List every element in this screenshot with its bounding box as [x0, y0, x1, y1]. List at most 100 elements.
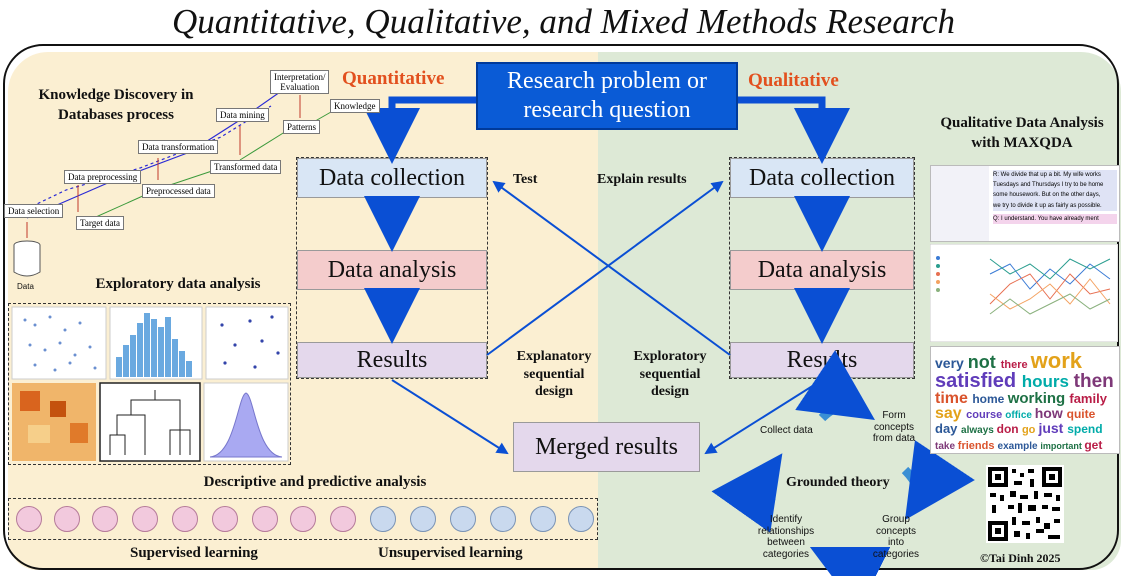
regression-icon — [16, 506, 42, 532]
gt-group-concepts: Group concepts into categories — [866, 514, 926, 560]
pairplot-thumbnail — [23, 315, 97, 372]
explanatory-sequential-label: Explanatory sequential design — [506, 348, 602, 401]
kdd-stage-selection: Data selection — [4, 204, 64, 218]
transcript-text: R: We divide that up a bit. My wife work… — [993, 170, 1117, 224]
kdd-title-line2: Databases process — [58, 106, 174, 123]
neural-network-icon — [290, 506, 316, 532]
unsupervised-learning-label: Unsupervised learning — [378, 545, 523, 561]
eda-frame — [8, 303, 291, 465]
gt-group-line-3: into — [887, 537, 905, 548]
word-cloud-word: go — [1021, 424, 1039, 437]
gt-identify-line-3: between — [767, 537, 805, 548]
word-cloud-word: quite — [1066, 407, 1096, 422]
kdd-artifact-target: Target data — [76, 216, 124, 230]
word-cloud-word: always — [961, 425, 997, 437]
word-cloud-word: not — [967, 352, 1001, 372]
histogram-thumbnail — [116, 313, 192, 377]
quantitative-header: Quantitative — [342, 68, 445, 89]
gt-arrow-identify-to-collect — [711, 453, 783, 533]
rq-to-qual-arrow — [738, 96, 850, 164]
naive-bayes-icon — [330, 506, 356, 532]
test-label: Test — [513, 172, 538, 187]
scatter-thumbnail — [220, 315, 280, 369]
research-question-line1: Research problem or — [507, 68, 707, 95]
gt-identify-line-1: Identify — [769, 514, 803, 525]
word-cloud-word: example — [997, 440, 1041, 452]
kmeans-icon — [370, 506, 396, 532]
kdd-title: Knowledge Discovery in Databases process — [26, 86, 206, 125]
kdd-stage-interpretation: Interpretation/ Evaluation — [270, 70, 330, 94]
transcript-line-3: some housework. But on the other days, — [993, 190, 1117, 201]
word-cloud-word: office — [1005, 410, 1035, 422]
research-question-box: Research problem or research question — [476, 62, 738, 130]
word-cloud-word: friends — [957, 439, 998, 452]
explanatory-line-3: design — [534, 384, 574, 399]
maxqda-title-line2: with MAXQDA — [971, 134, 1073, 151]
gt-group-line-1: Group — [882, 514, 910, 525]
kdd-artifact-patterns: Patterns — [283, 120, 320, 134]
kdd-artifact-transformed: Transformed data — [210, 160, 282, 174]
kdd-title-line1: Knowledge Discovery in — [38, 87, 194, 103]
word-cloud-word: family — [1069, 390, 1107, 406]
eda-title: Exploratory data analysis — [95, 276, 261, 292]
kdd-stage-mining: Data mining — [216, 108, 269, 122]
word-cloud-word: there — [1000, 359, 1031, 371]
bell-curve-thumbnail — [209, 392, 283, 458]
exploratory-cross-arrow — [492, 180, 731, 356]
word-cloud-word: just — [1038, 420, 1068, 437]
word-cloud-word: spend — [1067, 422, 1103, 437]
exploratory-line-1: Exploratory — [633, 349, 707, 364]
svm-icon — [212, 506, 238, 532]
word-cloud-word: don — [996, 422, 1022, 437]
random-forest-icon — [172, 506, 198, 532]
ml-icon-strip — [8, 498, 598, 540]
knn-icon — [92, 506, 118, 532]
kdd-stage-transformation: Data transformation — [138, 140, 219, 154]
eda-visuals — [11, 306, 289, 462]
rq-to-quant-arrow — [364, 96, 476, 164]
descriptive-predictive-title: Descriptive and predictive analysis — [203, 474, 427, 490]
word-cloud-word: get — [1084, 437, 1103, 452]
gt-group-line-4: categories — [872, 548, 920, 560]
word-cloud-word: then — [1073, 370, 1114, 392]
word-cloud: very not there work satisfied hours then… — [935, 348, 1115, 453]
quant-results: Results — [297, 342, 487, 378]
research-question-line2: research question — [523, 97, 691, 123]
gt-form-line-1: Form — [882, 410, 906, 421]
explanatory-line-2: sequential — [523, 366, 585, 382]
gt-arrow-form-to-group — [901, 440, 975, 520]
boosting-icon — [252, 506, 278, 532]
pca-icon — [530, 506, 556, 532]
code-panel — [931, 166, 989, 241]
word-cloud-word: home — [972, 391, 1008, 406]
transcript-line-4: we try to divide it up as fairly as poss… — [993, 200, 1117, 211]
grounded-theory-label: Grounded theory — [786, 475, 890, 490]
gt-form-line-3: from data — [872, 433, 916, 444]
decision-tree-icon — [132, 506, 158, 532]
credit-label: ©Tai Dinh 2025 — [980, 551, 1061, 565]
exploratory-sequential-label: Exploratory sequential design — [624, 348, 716, 401]
qualitative-header: Qualitative — [748, 70, 839, 91]
gt-identify-line-2: relationships — [757, 525, 815, 537]
exploratory-line-3: design — [650, 384, 690, 399]
qual-data-collection: Data collection — [730, 158, 914, 198]
kdd-artifact-knowledge: Knowledge — [330, 99, 380, 113]
supervised-learning-label: Supervised learning — [130, 545, 258, 561]
kdd-stage-preprocessing: Data preprocessing — [64, 170, 142, 184]
word-cloud-word: satisfied — [935, 369, 1022, 392]
maxqda-line-chart-thumbnail — [930, 244, 1118, 342]
gmm-icon — [490, 506, 516, 532]
gt-form-concepts: Form concepts from data — [864, 410, 924, 445]
word-cloud-word: working — [1007, 389, 1070, 407]
kdd-artifact-data: Data — [17, 282, 34, 291]
gt-arrow-group-to-identify — [809, 546, 891, 576]
word-cloud-word: hours — [1021, 371, 1074, 391]
anomaly-detection-icon — [568, 506, 594, 532]
qr-code-icon[interactable] — [986, 465, 1064, 543]
quant-to-merged-arrow — [391, 379, 509, 455]
transcript-line-1: R: We divide that up a bit. My wife work… — [993, 170, 1117, 181]
kdd-artifact-preprocessed: Preprocessed data — [142, 184, 215, 198]
exploratory-line-2: sequential — [639, 366, 701, 382]
word-cloud-word: work — [1030, 348, 1083, 373]
